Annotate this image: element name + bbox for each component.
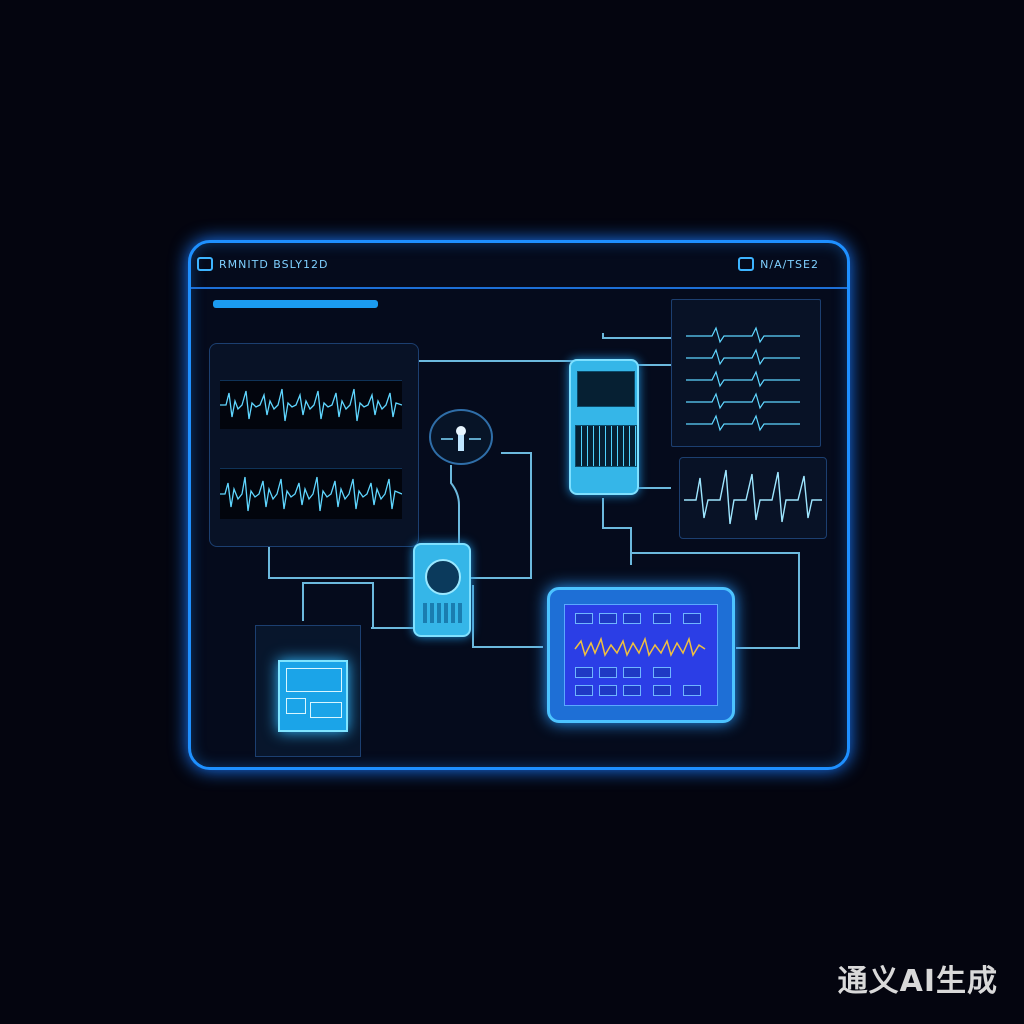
waveform-trace-1 [220,388,403,422]
tablet-cell [683,613,701,624]
terminal-panel [286,668,342,692]
tablet-cell [575,685,593,696]
tablet-screen [564,604,718,706]
sensor-probe-icon [441,426,481,451]
tablet-cell [653,613,671,624]
ecg-strip [679,457,827,539]
tablet-waveform [574,636,706,658]
title-bar: RMNITD BSLY12D N/A/TSE2 [191,243,847,289]
handheld-terminal [255,625,361,757]
tablet-cell [623,685,641,696]
tablet-cell [623,613,641,624]
central-tablet [547,587,735,723]
device-keypad-grid [575,425,637,467]
waveform-channel-2 [220,468,403,519]
waveform-channel-1 [220,380,403,429]
tablet-cell [599,613,617,624]
terminal-panel [286,698,306,714]
tablet-cell [599,667,617,678]
tablet-cell [623,667,641,678]
device-display [577,371,635,407]
ecg-monitor [671,299,821,447]
ecg-traces [686,326,800,432]
main-panel: RMNITD BSLY12D N/A/TSE2 [188,240,850,770]
watermark: 通义AI生成 [837,964,998,999]
ecg-strip-trace [684,469,822,525]
handheld-device [413,543,471,637]
terminal-panel [310,702,342,718]
tablet-cell [599,685,617,696]
tablet-cell [575,667,593,678]
tablet-cell [653,667,671,678]
status-icon [738,257,755,271]
device-keypad [423,603,463,623]
device-dial [425,559,461,595]
tablet-cell [653,685,671,696]
search-bar[interactable] [213,300,378,308]
waveform-monitor [209,343,419,547]
vital-signs-device [569,359,639,495]
title-left: RMNITD BSLY12D [197,255,328,273]
title-right: N/A/TSE2 [738,255,819,273]
tablet-cell [575,613,593,624]
sensor-probe [429,409,493,465]
tablet-cell [683,685,701,696]
logo-icon [197,257,213,271]
app-status-label: N/A/TSE2 [760,257,819,271]
waveform-trace-2 [220,476,403,512]
terminal-screen [278,660,348,732]
app-title: RMNITD BSLY12D [219,257,329,271]
cable-network [268,333,800,649]
